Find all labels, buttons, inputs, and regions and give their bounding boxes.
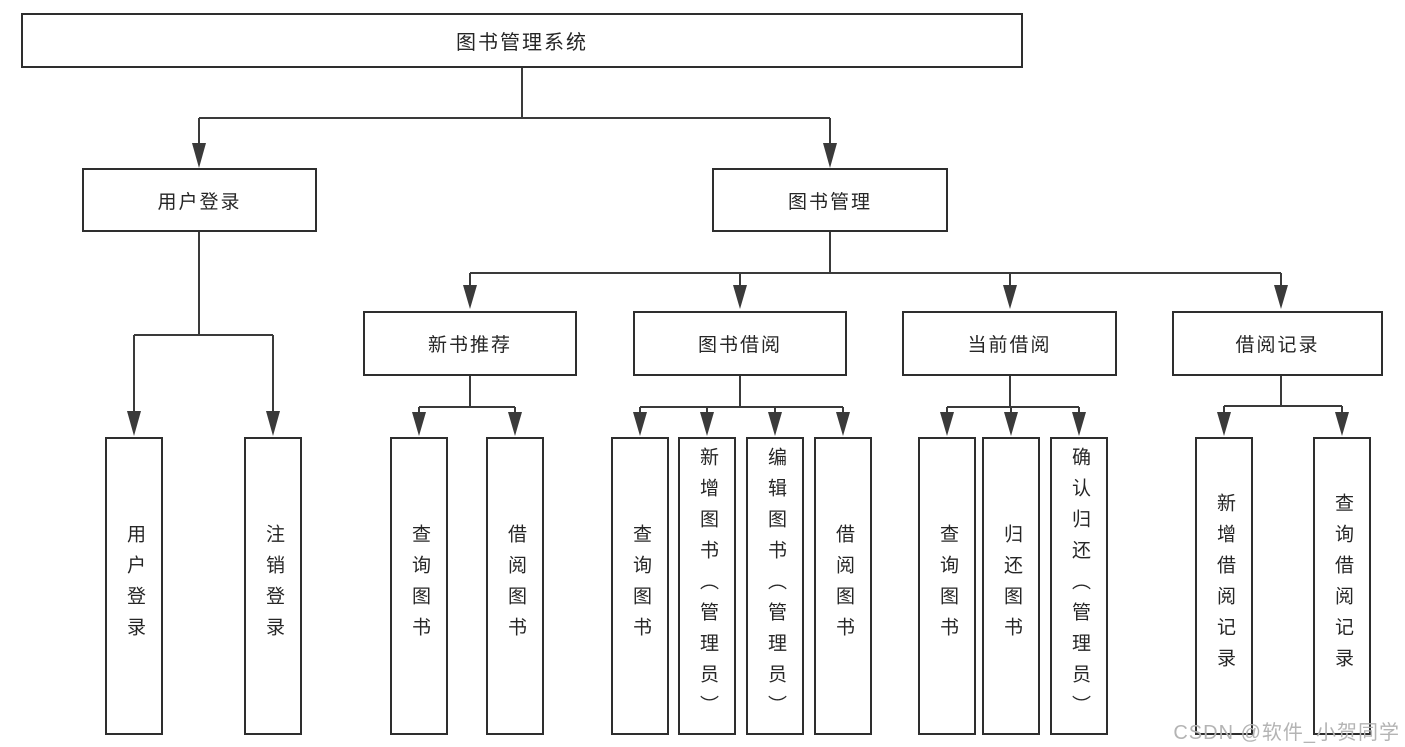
leaf-query-books-current: 查询图书 (918, 437, 976, 735)
node-borrow-records-label: 借阅记录 (1235, 335, 1320, 356)
leaf-query-books-recommend: 查询图书 (390, 437, 448, 735)
node-book-borrow: 图书借阅 (633, 311, 847, 376)
leaf-label: 注销登录 (263, 524, 284, 648)
leaf-logout: 注销登录 (244, 437, 302, 735)
leaf-add-books-admin: 新增图书（管理员） (678, 437, 736, 735)
leaf-label: 查询借阅记录 (1332, 493, 1353, 679)
leaf-query-borrow-record: 查询借阅记录 (1313, 437, 1371, 735)
node-new-book-recommend-label: 新书推荐 (427, 335, 512, 356)
leaf-label: 查询图书 (937, 524, 958, 648)
leaf-label: 确认归还（管理员） (1069, 446, 1090, 726)
node-current-borrow-label: 当前借阅 (967, 335, 1052, 356)
leaf-edit-books-admin: 编辑图书（管理员） (746, 437, 804, 735)
leaf-label: 归还图书 (1001, 524, 1022, 648)
node-book-borrow-label: 图书借阅 (697, 335, 782, 356)
node-new-book-recommend: 新书推荐 (363, 311, 577, 376)
leaf-label: 用户登录 (124, 524, 145, 648)
connector-book-borrow-to-leaves (633, 376, 850, 436)
connector-book-mgmt-to-level3 (463, 232, 1288, 309)
csdn-watermark: CSDN @软件_小贺同学 (1173, 722, 1400, 744)
leaf-borrow-books: 借阅图书 (814, 437, 872, 735)
connector-current-borrow-to-leaves (940, 376, 1086, 436)
leaf-query-books-borrow: 查询图书 (611, 437, 669, 735)
node-book-management-label: 图书管理 (787, 191, 872, 213)
leaf-add-borrow-record: 新增借阅记录 (1195, 437, 1253, 735)
leaf-return-books: 归还图书 (982, 437, 1040, 735)
connector-new-book-rec-to-leaves (412, 376, 522, 436)
leaf-label: 新增图书（管理员） (697, 446, 718, 726)
leaf-user-login: 用户登录 (105, 437, 163, 735)
node-book-management: 图书管理 (712, 168, 948, 232)
leaf-label: 借阅图书 (505, 524, 526, 648)
connector-root-to-level2 (192, 68, 837, 168)
node-user-login-label: 用户登录 (157, 191, 242, 213)
node-user-login: 用户登录 (82, 168, 317, 232)
connector-borrow-records-to-leaves (1217, 376, 1349, 436)
node-root-label: 图书管理系统 (456, 32, 588, 54)
node-borrow-records: 借阅记录 (1172, 311, 1383, 376)
leaf-label: 查询图书 (409, 524, 430, 648)
leaf-borrow-books-recommend: 借阅图书 (486, 437, 544, 735)
leaf-label: 编辑图书（管理员） (765, 446, 786, 726)
node-root: 图书管理系统 (21, 13, 1023, 68)
leaf-label: 新增借阅记录 (1214, 493, 1235, 679)
connector-user-login-to-leaves (127, 232, 280, 436)
leaf-label: 借阅图书 (833, 524, 854, 648)
leaf-label: 查询图书 (630, 524, 651, 648)
node-current-borrow: 当前借阅 (902, 311, 1117, 376)
leaf-confirm-return-admin: 确认归还（管理员） (1050, 437, 1108, 735)
